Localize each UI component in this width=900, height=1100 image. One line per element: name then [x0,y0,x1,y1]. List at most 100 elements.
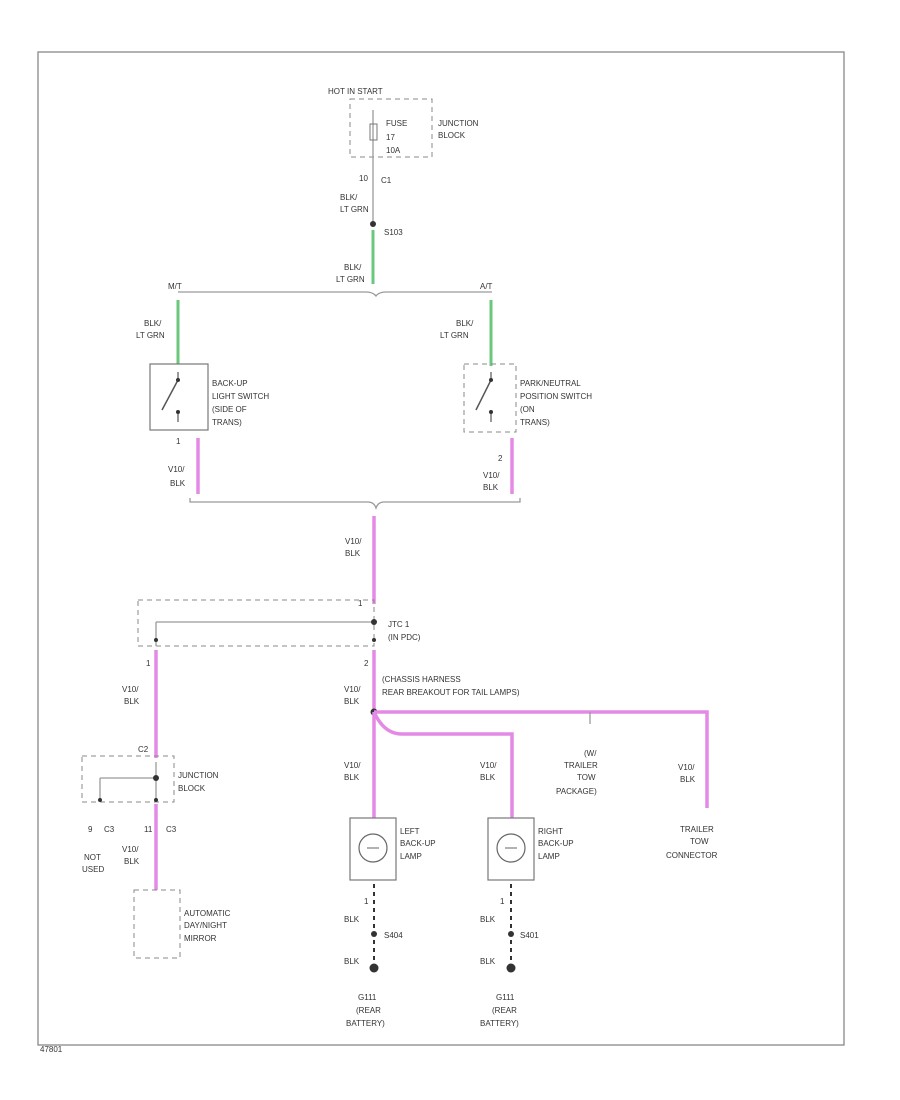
mirror-feed-label-2: BLK [124,697,140,706]
backup-switch-label-4: TRANS) [212,418,242,427]
left-lamp-bulb-icon [358,833,388,863]
backup-wire-label-1: V10/ [168,465,185,474]
right-ground-wire-label-2: BLK [480,957,496,966]
jtc-dot [371,619,377,625]
backup-switch-label-3: (SIDE OF [212,405,247,414]
at-wire-label-2: LT GRN [440,331,469,340]
harness-label-1: (CHASSIS HARNESS [382,675,461,684]
switch-contact-icon-2 [475,379,492,411]
trailer-wire-label-2: BLK [680,775,696,784]
trailer-pkg-label-3: TOW [577,773,596,782]
right-ground-loc-1: (REAR [492,1006,517,1015]
splice-s404: S404 [384,931,403,940]
splice-s401: S401 [520,931,539,940]
right-lamp-label-3: LAMP [538,852,560,861]
wire-pink-trailer [374,710,709,808]
jb2-connector-c3: C3 [104,825,115,834]
trailer-pkg-label-2: TRAILER [564,761,598,770]
mirror-wire-label-2: BLK [124,857,140,866]
mirror-feed-label-1: V10/ [122,685,139,694]
junction-block-label-1: JUNCTION [438,119,479,128]
right-lamp-wire-2: BLK [480,773,496,782]
prnd-switch-label-3: (ON [520,405,535,414]
power-bus [178,291,492,298]
park-neutral-switch-box [463,363,517,433]
backup-switch-label-2: LIGHT SWITCH [212,392,269,401]
power-source-label: HOT IN START [328,87,383,96]
left-ground-wire-label: BLK [344,915,360,924]
connector-c1: C1 [381,176,392,185]
jb2-connector-c3b: C3 [166,825,177,834]
switch-merge-bracket [189,498,521,511]
jtc-pin-label: 1 [358,599,363,608]
diagram-border [37,51,845,1046]
right-ground-loc-2: BATTERY) [480,1019,519,1028]
splice-s103-label: S103 [384,228,403,237]
left-lamp-wire-1: V10/ [344,761,361,770]
right-lamp-label-2: BACK-UP [538,839,574,848]
mt-wire-label-1: BLK/ [144,319,162,328]
not-used-label-2: USED [82,865,104,874]
backup-switch-label-1: BACK-UP [212,379,248,388]
right-lamp-wire-1: V10/ [480,761,497,770]
mt-wire-label-2: LT GRN [136,331,165,340]
not-used-label-1: NOT [84,853,101,862]
right-ground-id: G111 [496,993,515,1002]
left-ground-loc-1: (REAR [356,1006,381,1015]
at-label: A/T [480,282,493,291]
right-ground-icon [506,963,516,973]
jtc-label-1: JTC 1 [388,620,410,629]
junction-block-label-2: BLOCK [438,131,466,140]
wire-label-blk: BLK/ [340,193,358,202]
jtc-label-2: (IN PDC) [388,633,421,642]
jb2-pin-9: 9 [88,825,93,834]
left-branch-pin-1: 1 [146,659,151,668]
mirror-wire-label-1: V10/ [122,845,139,854]
fuse-label: FUSE [386,119,407,128]
wire-pink-right-lamp [372,711,514,820]
junction-block-2-box [81,755,175,803]
mirror-label-1: AUTOMATIC [184,909,231,918]
left-lamp-label-1: LEFT [400,827,420,836]
trunk-wire-label-1: V10/ [345,537,362,546]
trailer-wire-label-1: V10/ [678,763,695,772]
prnd-pin-2: 2 [498,454,503,463]
jb2-label-2: BLOCK [178,784,206,793]
jb2-label-1: JUNCTION [178,771,219,780]
left-ground-icon [369,963,379,973]
right-lamp-bulb-icon [496,833,526,863]
jb2-connector-c2: C2 [138,745,149,754]
wire-label-ltgrn-2: LT GRN [336,275,365,284]
figure-id: 47801 [40,1045,63,1054]
at-wire-label-1: BLK/ [456,319,474,328]
right-backup-lamp-box [487,817,535,881]
trunk-wire-label-2: BLK [345,549,361,558]
fuse-number: 17 [386,133,395,142]
connector-pin-10: 10 [359,174,368,183]
jtc-connector-box [137,599,375,647]
left-backup-lamp-box [349,817,397,881]
left-lamp-label-3: LAMP [400,852,422,861]
prnd-switch-label-1: PARK/NEUTRAL [520,379,581,388]
junction-block-fuse-box [349,98,433,158]
left-lamp-wire-2: BLK [344,773,360,782]
trailer-pkg-label-1: (W/ [584,749,597,758]
left-ground-id: G111 [358,993,377,1002]
mt-label: M/T [168,282,182,291]
wire-label-blk-2: BLK/ [344,263,362,272]
backup-wire-label-2: BLK [170,479,186,488]
prnd-switch-label-2: POSITION SWITCH [520,392,592,401]
trailer-conn-label-2: TOW [690,837,709,846]
right-lamp-label-1: RIGHT [538,827,563,836]
backup-pin-1: 1 [176,437,181,446]
mirror-label-3: MIRROR [184,934,217,943]
left-ground-loc-2: BATTERY) [346,1019,385,1028]
splice-s103-dot [370,221,376,227]
prnd-wire-label-2: BLK [483,483,499,492]
switch-contact-icon [161,379,179,411]
right-ground-wire-label: BLK [480,915,496,924]
auto-mirror-box [133,889,181,959]
trailer-pkg-label-4: PACKAGE) [556,787,597,796]
trailer-conn-label-1: TRAILER [680,825,714,834]
